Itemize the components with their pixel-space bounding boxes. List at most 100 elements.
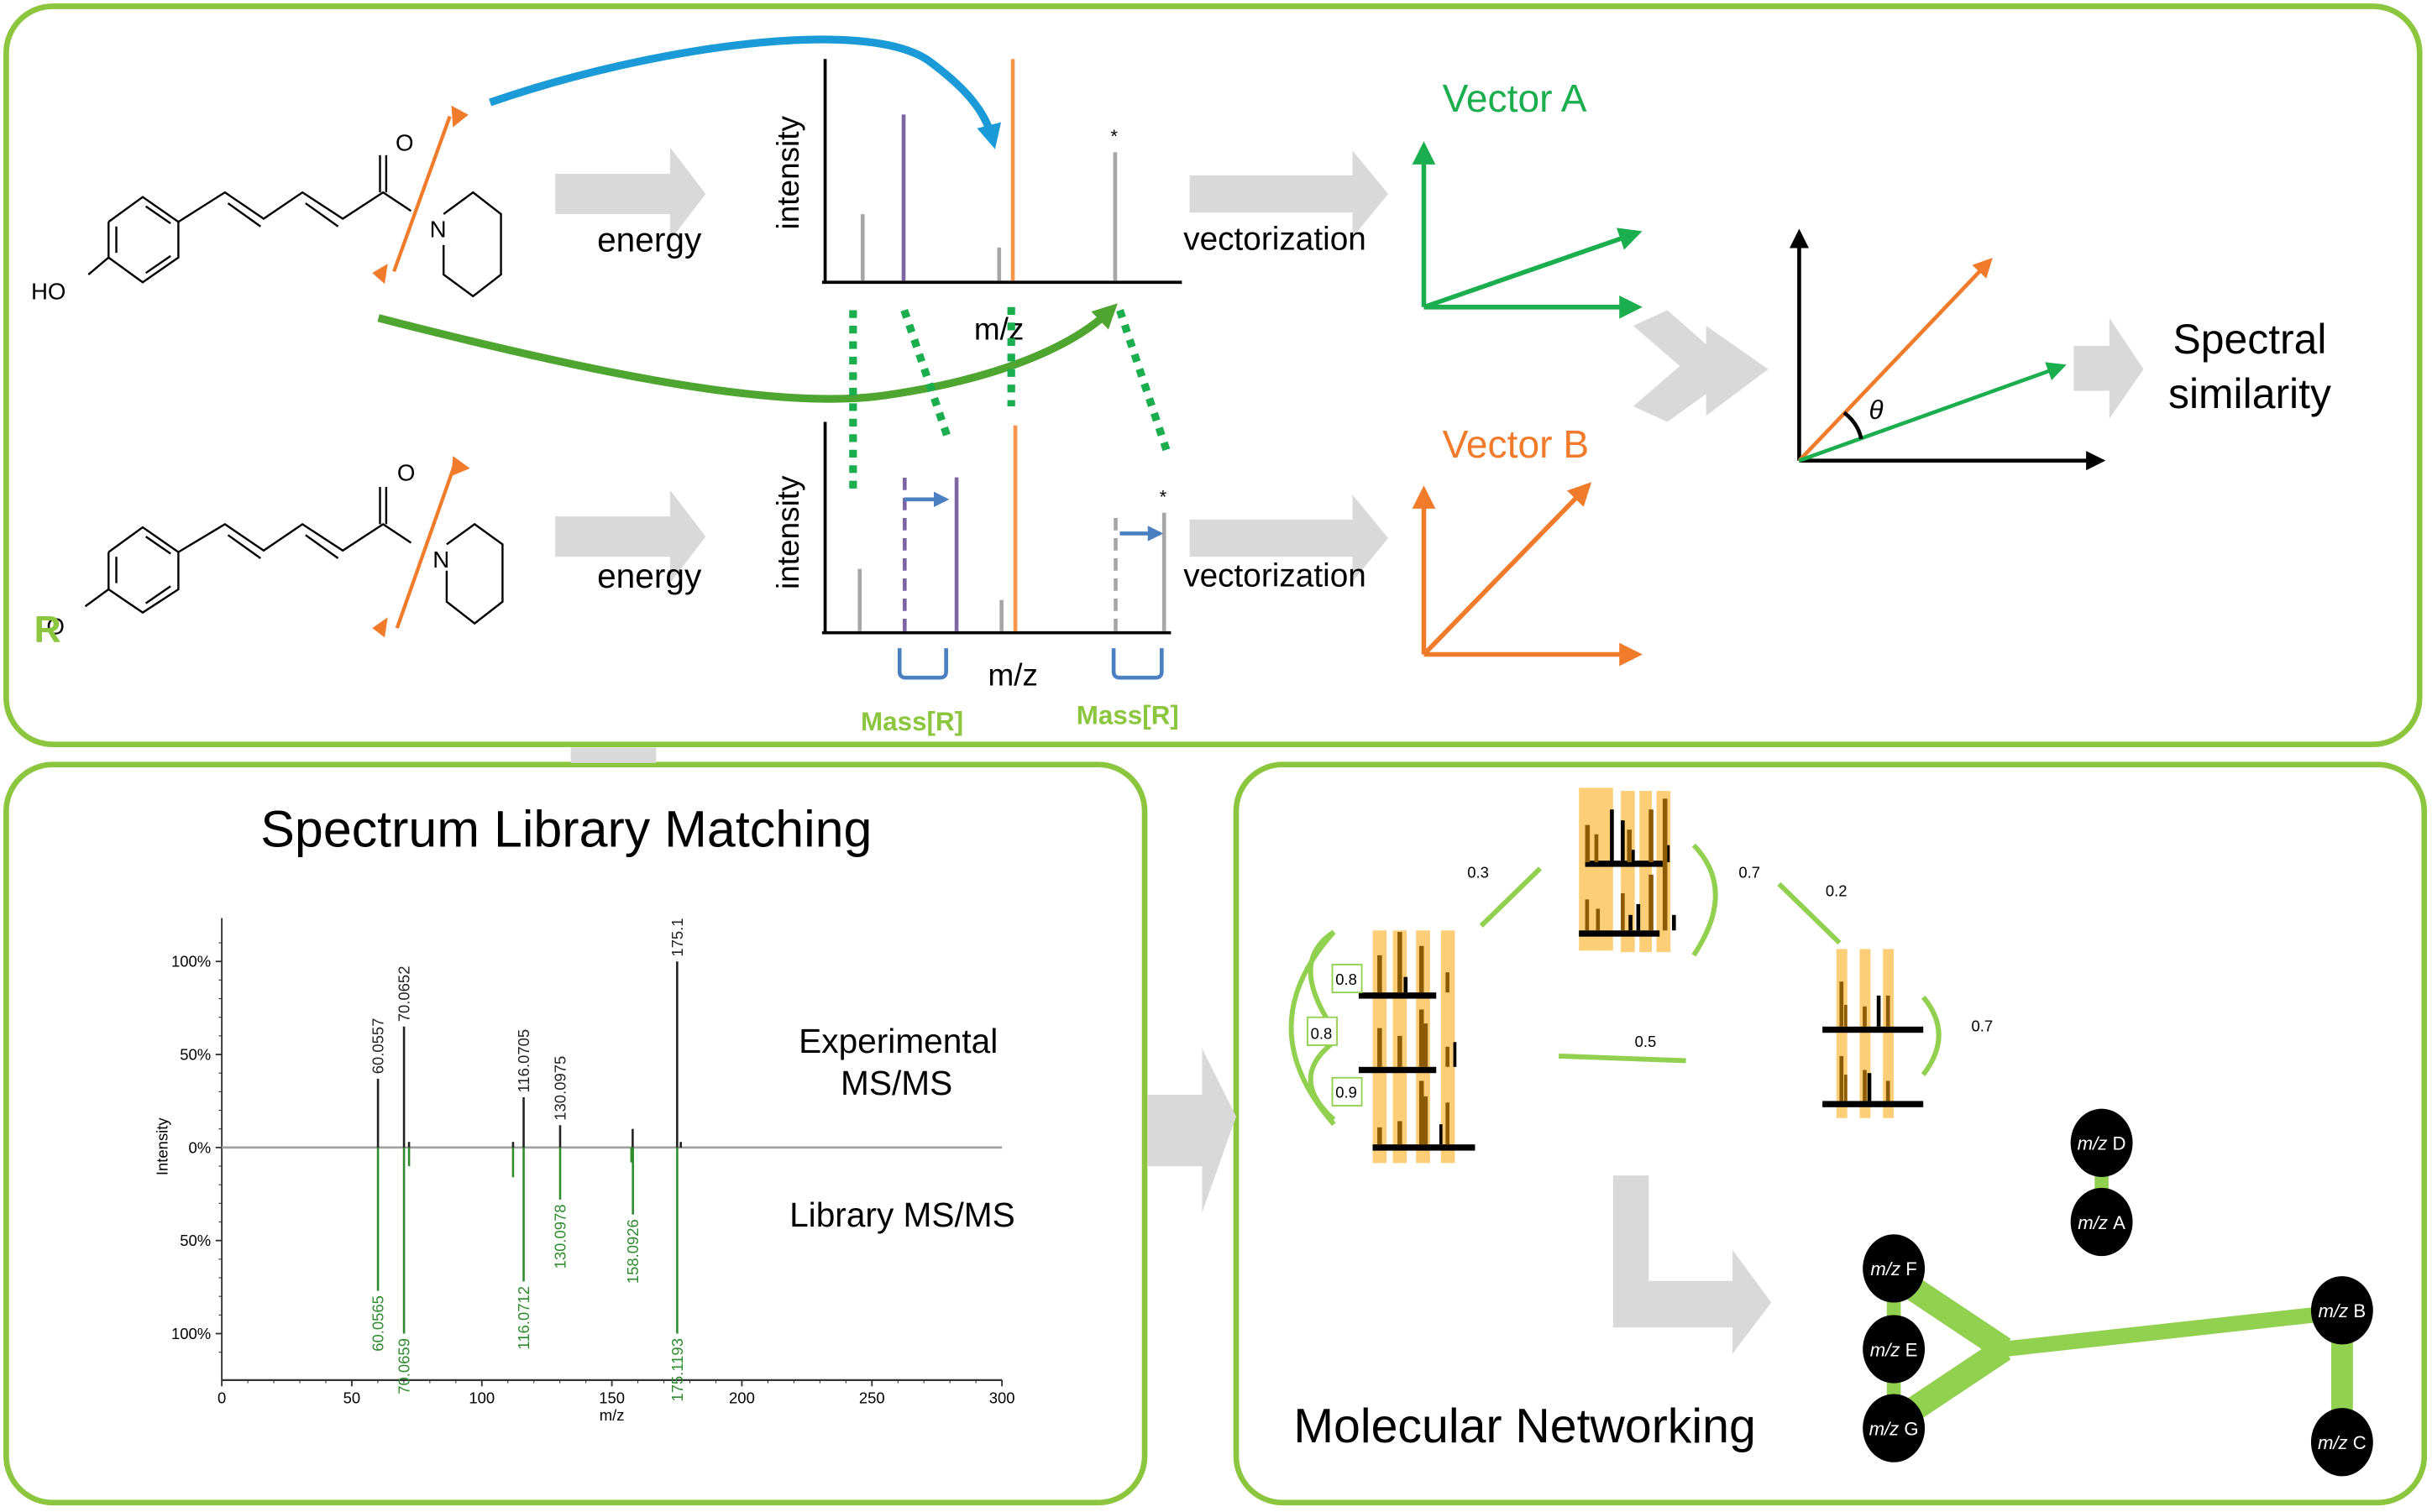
score-0-7-top: 0.7 [1738,863,1760,881]
result-arrow [2073,317,2144,419]
energy-label-2: energy [597,557,702,595]
experimental-label-line2: MS/MS [841,1064,952,1102]
network-node-d[interactable]: m/z D [2070,1108,2133,1177]
cosine-similarity-plot: θ [1789,228,2106,471]
x-tick-label: 100 [469,1389,495,1407]
score-0-5: 0.5 [1635,1033,1657,1050]
spectrum-1-xlabel: m/z [974,312,1024,347]
node-label: m/z D [2078,1133,2126,1154]
experimental-peak-label: 116.0705 [515,1029,532,1093]
library-peak-label: 130.0978 [551,1204,569,1269]
node-circle [2070,1187,2133,1257]
starred-peak-marker: * [1110,126,1118,147]
theta-label: θ [1869,395,1884,425]
amine-n-label: N [430,217,447,243]
network-build-arrow [1612,1175,1772,1354]
cleavage-arrow-1 [372,105,469,285]
vector-a-plot: Vector A [1412,76,1643,319]
x-tick-label: 150 [599,1389,625,1407]
starred-peak-marker: * [1160,487,1167,508]
network-node-b[interactable]: m/z B [2310,1276,2373,1345]
node-label: m/z B [2319,1300,2366,1321]
carbonyl-o-label: O [396,129,414,155]
mass-bracket-2 [1111,648,1164,680]
energy-arrow-2 [555,489,706,583]
node-label: m/z E [1870,1339,1918,1360]
network-node-c[interactable]: m/z C [2310,1408,2373,1477]
node-circle [1863,1315,1926,1384]
vector-a-label: Vector A [1443,76,1587,120]
network-node-a[interactable]: m/z A [2070,1187,2133,1257]
library-peak-label: 60.0565 [370,1295,387,1352]
ho-label: HO [31,279,66,305]
carbonyl-o-label-2: O [397,460,416,486]
network-node-e[interactable]: m/z E [1863,1315,1926,1384]
vectorization-arrow-2 [1189,494,1389,582]
energy-arrow-1 [555,147,706,241]
spectrum-2-peaks: * [857,425,1167,631]
spectrum-2-ylabel: intensity [771,475,805,589]
score-0-8-a: 0.8 [1335,971,1357,988]
node-label: m/z A [2078,1212,2125,1233]
spectrum-1: intensity m/z * [771,59,1182,347]
score-0-9: 0.9 [1335,1084,1357,1101]
vectorization-label-2: vectorization [1183,557,1366,594]
merge-arrow [1633,310,1769,422]
ether-o-label: O [46,614,65,640]
experimental-peak-label: 130.0975 [551,1056,569,1121]
y-tick-label: 100% [171,953,211,971]
experimental-peak-label: 60.0557 [370,1018,387,1075]
mass-r-label-1: Mass[R] [861,707,963,736]
y-tick-label: 50% [180,1046,211,1064]
spectrum-2: intensity m/z * Mass[R] Mass[R] [771,421,1179,736]
network-node-f[interactable]: m/z F [1863,1234,1926,1303]
node-label: m/z G [1869,1418,1919,1439]
library-panel-border [3,761,1148,1506]
molecule-1: HO O N [31,129,502,305]
cleavage-arrow-2 [372,456,470,638]
network-panel-title: Molecular Networking [1293,1400,1755,1453]
spectrum-1-ylabel: intensity [771,115,805,229]
y-tick-label: 100% [171,1325,211,1342]
x-tick-label: 250 [859,1389,885,1407]
fragment-to-peak-green-arrow [377,303,1118,403]
spectral-similarity-line1: Spectral [2173,316,2327,363]
connector-library-to-network-arrow [1147,1048,1237,1213]
fragment-to-peak-blue-arrow [489,35,1002,149]
y-tick-label: 0% [189,1138,212,1156]
molecule-2: O R O N [34,460,504,651]
score-0-7-right: 0.7 [1971,1017,1993,1034]
node-label: m/z F [1870,1258,1916,1279]
library-label: Library MS/MS [789,1195,1015,1234]
library-panel-title: Spectrum Library Matching [260,801,872,858]
library-peak-label: 158.0926 [624,1219,642,1284]
molecular-network: m/z D m/z A m/z F m/z E m/z G m/z B m/z C [1863,1108,2373,1477]
amine-n-label-2: N [432,547,449,573]
x-tick-label: 200 [729,1389,755,1407]
top-panel-border [3,3,2423,747]
vector-b-plot: Vector B [1412,422,1643,667]
node-circle [2070,1108,2133,1177]
mass-bracket-1 [897,648,948,680]
library-peak-label: 70.0659 [396,1338,413,1394]
mass-r-label-2: Mass[R] [1077,701,1179,730]
experimental-peak-label: 175.1 [668,918,686,956]
network-panel-border [1233,761,2428,1506]
score-0-8-b: 0.8 [1311,1025,1333,1043]
x-tick-label: 300 [989,1389,1015,1407]
connector-top-to-library [570,747,657,763]
node-circle [2310,1276,2373,1345]
x-tick-label: 0 [218,1389,226,1407]
x-axis-label: m/z [600,1406,625,1424]
spectrum-2-xlabel: m/z [988,657,1038,692]
angle-arc [1842,411,1863,440]
r-group-label: R [34,610,61,651]
y-tick-label: 50% [180,1232,211,1249]
experimental-label-line1: Experimental [799,1022,998,1060]
peak-correspondence-lines [849,306,1171,489]
score-0-2: 0.2 [1826,882,1848,900]
network-node-g[interactable]: m/z G [1863,1394,1926,1462]
vectorization-arrow-1 [1189,150,1389,238]
